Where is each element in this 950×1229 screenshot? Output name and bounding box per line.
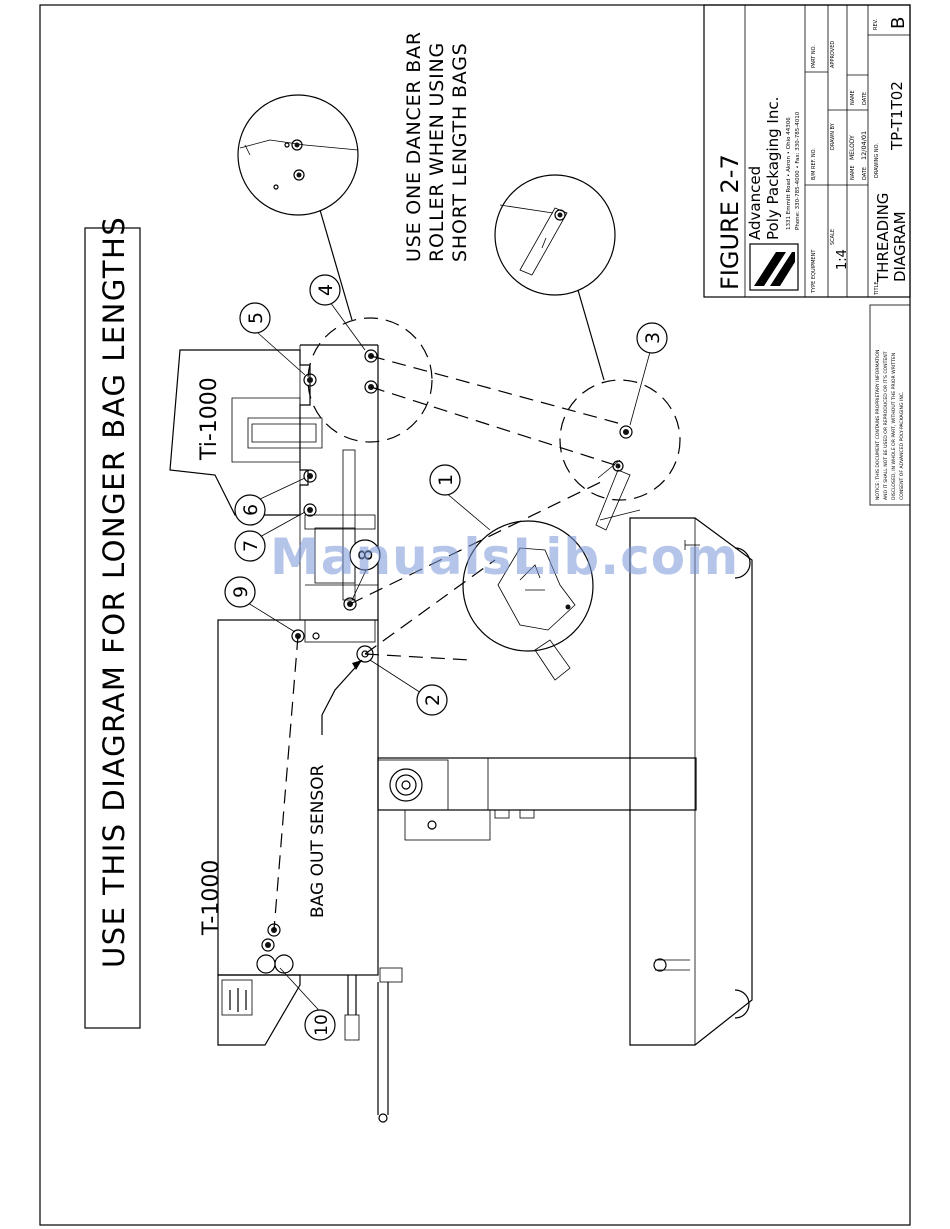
notice-line-1: NOTICE: THIS DOCUMENT CONTAINS PROPRIETA…	[875, 350, 881, 500]
company-phone: Phone: 330-785-4000 • Fax: 330-785-4010	[795, 111, 801, 230]
scale-value: 1:4	[835, 249, 850, 270]
company-logo	[749, 243, 799, 291]
dancer-arm	[342, 449, 356, 601]
callout-6: 6	[234, 494, 266, 526]
note-line-3: SHORT LENGTH BAGS	[449, 42, 471, 262]
notice-line-3: DISCLOSED, IN WHOLE OR PART, WITHOUT THE…	[891, 353, 897, 500]
scale-label: SCALE	[830, 229, 836, 245]
company-name-line2: Poly Packaging Inc.	[764, 97, 782, 240]
date-label: DATE	[862, 167, 868, 180]
notice-box	[869, 304, 911, 506]
zoom-circle-3	[559, 379, 681, 501]
title-label: TITLE	[874, 281, 880, 296]
note-line-1: USE ONE DANCER BAR	[403, 31, 425, 262]
svg-text:3: 3	[642, 332, 664, 344]
name-value: MELODY	[849, 135, 856, 160]
notice-line-2: AND IT SHALL NOT BE USED OR REPRODUCED O…	[883, 351, 889, 500]
callout-10: 10	[304, 1009, 336, 1041]
name-label-2: NAME	[850, 90, 856, 105]
notice-line-4: CONSENT OF ADVANCED POLY-PACKAGING INC.	[899, 392, 905, 500]
drawing-title-line2: DIAGRAM	[891, 211, 909, 282]
date-label-2: DATE	[862, 92, 868, 105]
company-address: 1331 Emmitt Road • Akron • Ohio 44306	[786, 117, 792, 230]
drawing-no-label: DRAWING NO.	[874, 143, 880, 178]
figure-label: FIGURE 2-7	[716, 154, 744, 290]
svg-text:1: 1	[435, 474, 457, 486]
svg-text:8: 8	[355, 549, 377, 561]
web-path-4	[370, 386, 616, 466]
callout-9: 9	[224, 576, 256, 608]
page-border	[39, 4, 911, 1226]
ti1000-side-plate	[169, 349, 311, 516]
web-path-1	[364, 653, 471, 661]
bag-out-sensor-label: BAG OUT SENSOR	[308, 764, 328, 918]
callout-7: 7	[234, 530, 266, 562]
detail-circle-4	[237, 94, 359, 216]
type-equipment-label: TYPE EQUIPMENT	[811, 249, 817, 294]
svg-text:10: 10	[312, 1014, 332, 1036]
watermark: ManualsLib.com	[270, 528, 740, 586]
callout-1: 1	[429, 464, 461, 496]
revision-letter: B	[888, 17, 909, 29]
svg-text:9: 9	[230, 586, 252, 598]
company-logo-mark	[754, 252, 795, 286]
t1000-body	[217, 619, 379, 976]
callout-8: 8	[349, 539, 381, 571]
callout-5: 5	[239, 302, 271, 334]
svg-text:4: 4	[315, 284, 337, 296]
ti1000-window	[231, 397, 301, 463]
rev-label: REV.	[873, 19, 879, 30]
bm-ref-label: B/M REF. NO.	[811, 148, 817, 180]
part-no-label: PART NO.	[811, 45, 817, 68]
web-path-6	[273, 635, 299, 931]
drawn-by-label: DRAWN BY	[830, 122, 836, 150]
sensor-leader	[321, 659, 363, 735]
headline-box	[84, 227, 141, 1029]
date-value: 12/04/01	[860, 131, 868, 160]
machine-drawing: Ti-1000 T-1000 BAG OUT SENSOR	[169, 94, 753, 1123]
drawing-number: TP-T1T02	[888, 81, 906, 151]
callout-2: 2	[416, 684, 448, 716]
note-line-2: ROLLER WHEN USING	[426, 42, 448, 262]
caster-top	[734, 547, 751, 579]
ti1000-label: Ti-1000	[197, 377, 222, 461]
web-path-5	[349, 479, 606, 605]
callout-4: 4	[309, 274, 341, 306]
headline: USE THIS DIAGRAM FOR LONGER BAG LENGTHS	[97, 216, 131, 968]
svg-text:2: 2	[422, 694, 444, 706]
svg-text:6: 6	[240, 504, 262, 516]
svg-text:7: 7	[240, 540, 262, 552]
base-frame	[629, 517, 753, 1046]
t1000-label: T-1000	[199, 860, 224, 936]
title-block: FIGURE 2-7 Advanced Poly Packaging Inc. …	[703, 4, 911, 506]
callout-3: 3	[636, 322, 668, 354]
callouts: 1 2 3 4 5 6 7 8 9 10	[224, 274, 668, 1041]
svg-text:5: 5	[245, 312, 267, 324]
approved-label: APPROVED	[830, 41, 836, 68]
web-path-2	[364, 559, 496, 655]
stand-post	[377, 757, 697, 811]
caster-bottom	[734, 989, 750, 1019]
zoom-circle-4	[307, 317, 433, 443]
drawing-title-line1: THREADING	[874, 193, 892, 283]
company-name-line1: Advanced	[746, 166, 764, 240]
name-label: NAME	[850, 165, 856, 180]
